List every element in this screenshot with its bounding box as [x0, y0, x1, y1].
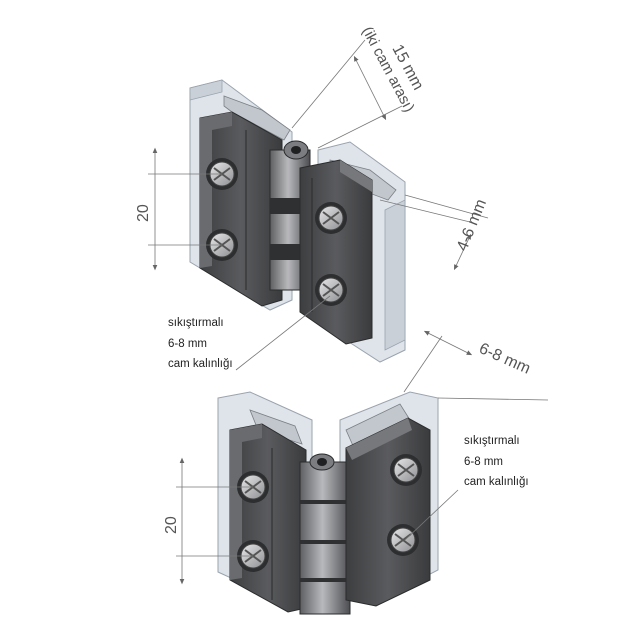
bottom-screw-4: [387, 524, 419, 556]
bottom-hinge: [217, 391, 439, 615]
top-note: sıkıştırmalı 6-8 mm cam kalınlığı: [168, 317, 233, 371]
bottom-thickness-label: 6-8 mm: [476, 340, 532, 378]
thickness-extension-2: [404, 194, 489, 219]
gap-extension-2: [317, 105, 403, 149]
gap-extension-1: [291, 39, 366, 129]
bottom-dimensions: [176, 330, 549, 585]
bottom-knuckle: [299, 453, 351, 615]
bottom-note-leader: [404, 489, 459, 541]
top-note-line-3: cam kalınlığı: [168, 358, 233, 370]
bottom-note-line-1: sıkıştırmalı: [464, 435, 520, 447]
thickness-extension-1: [379, 199, 471, 223]
top-spacing-label: 20: [135, 204, 152, 222]
top-note-line-2: 6-8 mm: [168, 337, 207, 350]
top-dimensions: [148, 39, 489, 371]
bottom-right-leaf: [345, 417, 431, 607]
bottom-spacing-label: 20: [163, 516, 180, 534]
thickness-dimension-line: [453, 233, 472, 271]
top-screw-4: [315, 274, 347, 306]
top-note-leader: [235, 295, 331, 371]
bottom-thickness-extension-2: [437, 397, 549, 401]
bottom-thickness-extension-1: [403, 335, 443, 393]
top-note-line-1: sıkıştırmalı: [168, 317, 224, 329]
bottom-note: sıkıştırmalı 6-8 mm cam kalınlığı: [464, 435, 529, 489]
top-screw-3: [315, 202, 347, 234]
bottom-note-line-3: cam kalınlığı: [464, 476, 529, 488]
top-thickness-label: 4-6 mm: [454, 197, 490, 254]
bottom-note-line-2: 6-8 mm: [464, 455, 503, 468]
top-right-leaf: [299, 159, 373, 345]
bottom-left-leaf: [229, 423, 307, 613]
bottom-thickness-dimension-line: [423, 330, 473, 356]
bottom-screw-3: [390, 454, 422, 486]
gap-dimension-line: [353, 55, 387, 121]
top-hinge: [189, 79, 406, 363]
